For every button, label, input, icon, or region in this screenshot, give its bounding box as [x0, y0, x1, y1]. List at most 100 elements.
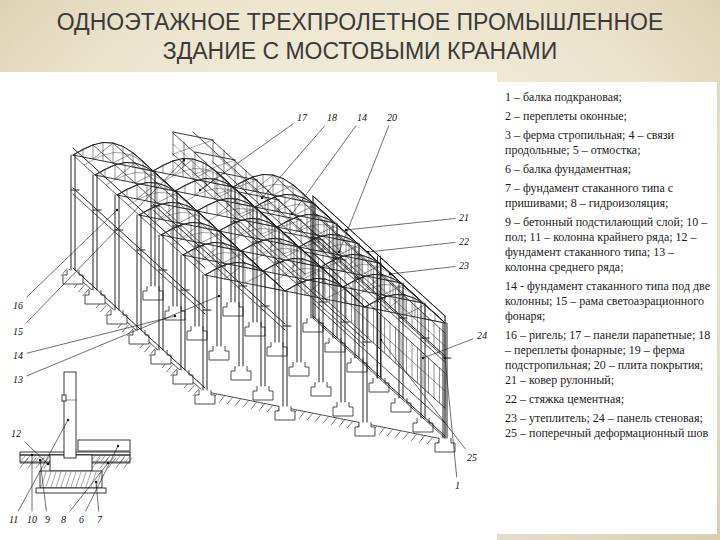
column [243, 251, 244, 366]
truss-web [319, 235, 339, 251]
truss-web [205, 179, 206, 198]
truss-web [297, 215, 317, 231]
lantern-frame-post [279, 200, 280, 224]
callout-number: 14 [12, 350, 24, 361]
foundation-block [85, 290, 105, 304]
truss-web [273, 185, 293, 195]
roof-slab-line [93, 145, 225, 265]
truss-top-chord [139, 203, 219, 232]
lantern-frame-post [239, 192, 240, 216]
truss-web [157, 193, 177, 203]
lantern-frame-beam [239, 192, 279, 200]
foundation-block [413, 418, 433, 432]
truss-web [325, 289, 345, 299]
foundation-block [223, 302, 243, 316]
callout-number: 22 [458, 236, 470, 247]
column-bracket [363, 342, 371, 343]
truss-web [185, 185, 186, 193]
roof-slab-joint [73, 143, 153, 172]
callout-number: 21 [458, 212, 470, 223]
ground-hatch [427, 438, 432, 444]
key-panel: 1 – балка подкрановая;2 – переплеты окон… [497, 82, 717, 534]
key-entry: 7 – фундамент стаканного типа с пришивам… [505, 181, 711, 211]
truss-web [207, 205, 208, 213]
leader-dot [199, 189, 201, 191]
truss-web [363, 275, 383, 291]
lantern-frame-post [213, 140, 214, 164]
truss-web [353, 281, 354, 289]
truss-web [123, 147, 124, 166]
foundation-block [107, 310, 127, 324]
column [367, 307, 368, 422]
truss-web [349, 239, 350, 258]
truss-web [217, 201, 218, 215]
callout-number: 13 [12, 374, 24, 385]
leader-line [200, 124, 293, 190]
truss-web [245, 263, 246, 283]
roof-slab-joint [161, 223, 241, 252]
foundation-hatch [71, 472, 76, 487]
truss-web [159, 205, 160, 219]
truss-web [317, 225, 337, 235]
truss-web [327, 219, 328, 238]
truss-web [239, 219, 259, 235]
underlay-hatch [126, 456, 130, 461]
truss-web [305, 281, 306, 295]
truss-web [173, 161, 174, 175]
callout-number: 8 [60, 514, 67, 525]
leader-dot [39, 459, 41, 461]
ground-hatch [101, 305, 107, 312]
key-entry: 3 – ферма стропильная; 4 – связи продоль… [505, 128, 711, 158]
truss-web [171, 229, 172, 237]
lantern-ridge [193, 132, 325, 252]
lantern-frame-post [173, 132, 174, 156]
column [221, 231, 222, 346]
callout-number: 14 [356, 112, 368, 123]
truss-web [211, 227, 212, 246]
column [345, 287, 346, 402]
foundation-block [245, 322, 265, 336]
key-entry: 23 – утеплитель; 24 – панель стеновая; 2… [505, 411, 711, 441]
truss-web [295, 285, 296, 293]
truss-web [363, 277, 364, 291]
callout-number: 25 [466, 452, 478, 463]
lantern-frame-post [257, 180, 258, 204]
roof-slab-joint [186, 189, 266, 218]
lantern-frame-post [345, 260, 346, 284]
parapet [73, 148, 205, 268]
truss-web [261, 241, 262, 255]
leader-dot [291, 213, 293, 215]
leader-line [25, 442, 48, 464]
foundation-hatch [56, 472, 61, 487]
drawing-panel [0, 72, 497, 540]
truss-web [345, 303, 365, 307]
truss-web [245, 273, 265, 283]
roof-slab-joint [274, 269, 354, 298]
leader-dot [116, 209, 118, 211]
window-mullion [395, 288, 396, 313]
foundation-block [435, 438, 455, 452]
leader-dot [218, 295, 220, 297]
truss-web [339, 245, 359, 255]
truss-web [127, 189, 128, 197]
truss-web [425, 305, 426, 319]
lantern-frame-post [290, 210, 291, 234]
leader-dot [345, 229, 347, 231]
underlay-hatch [21, 456, 25, 461]
truss-web [243, 267, 263, 271]
ground-hatch [339, 420, 344, 426]
column [287, 291, 288, 406]
roof-slab-joint [343, 275, 423, 304]
truss-web [323, 283, 343, 287]
leader-dot [31, 454, 33, 456]
column [381, 263, 382, 378]
truss-web [383, 285, 403, 295]
foundation-block [355, 422, 375, 436]
callout-number: 24 [476, 330, 488, 341]
lantern-frame-post [283, 232, 284, 256]
foundation-block [187, 326, 207, 340]
callout-number: 20 [386, 112, 398, 123]
key-entry: 1 – балка подкрановая; [505, 90, 711, 105]
truss-web [233, 247, 234, 266]
truss-web [275, 195, 295, 211]
